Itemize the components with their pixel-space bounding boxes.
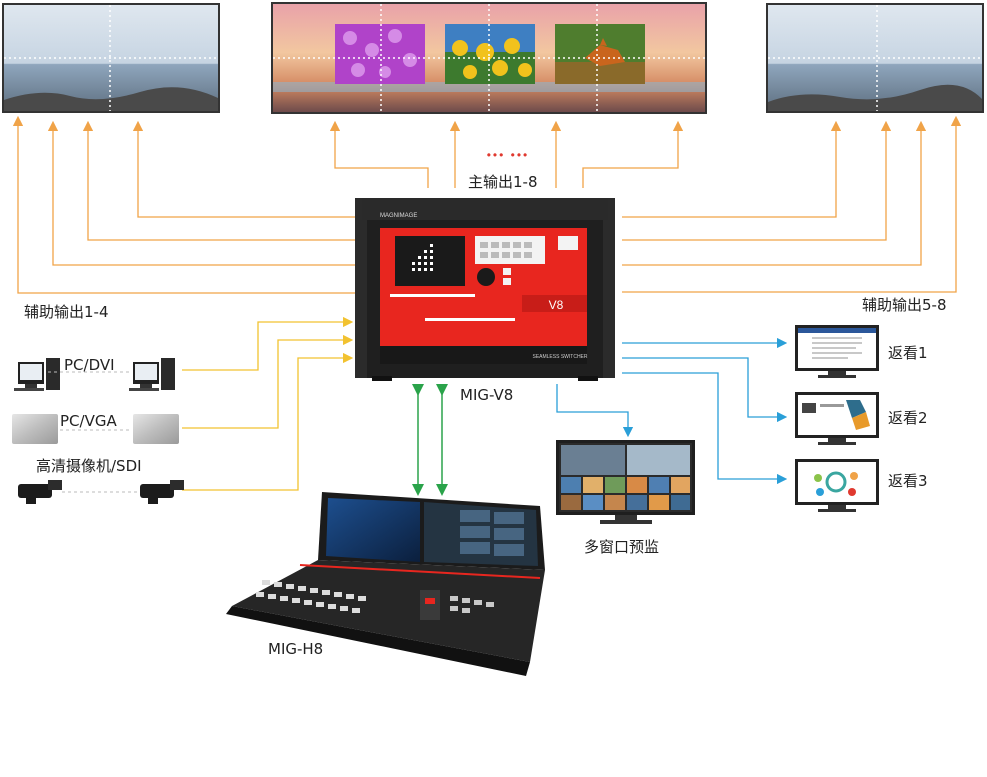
sunflower-window [445, 24, 535, 84]
panel-text: SEAMLESS SWITCHER [532, 354, 587, 360]
input-pcdvi-label: PC/DVI [64, 356, 115, 374]
laptop-icon [12, 414, 58, 444]
camcorder-icon [18, 480, 62, 504]
fox-window [555, 24, 645, 84]
mig-v8-device: MAGNIMAGE V8 SEAMLESS SWITCHER [355, 198, 615, 381]
control-lines [412, 384, 448, 496]
multiview-monitor [556, 440, 695, 524]
mig-h8-console [226, 492, 545, 676]
camcorder-icon [140, 480, 184, 504]
left-display-wall [2, 3, 220, 113]
aux-output-left-label: 辅助输出1-4 [24, 303, 109, 321]
return-monitor-2 [795, 392, 879, 445]
multiview-label: 多窗口预监 [584, 538, 660, 556]
pc-vga-source [12, 414, 179, 444]
return-monitor-3 [795, 459, 879, 512]
aux-output-right-label: 辅助输出5-8 [862, 296, 947, 314]
pc-dvi-source [14, 358, 175, 391]
main-output-label: 主输出1-8 [468, 173, 538, 191]
return-1-label: 返看1 [888, 344, 928, 362]
mig-v8-label: MIG-V8 [460, 386, 514, 404]
return-lines [556, 337, 788, 485]
input-pcvga-label: PC/VGA [60, 412, 117, 430]
center-display-wall [271, 2, 707, 114]
return-3-label: 返看3 [888, 472, 928, 490]
output-lines [12, 115, 962, 294]
desktop-pc-icon [14, 358, 60, 391]
return-monitor-1 [795, 325, 879, 378]
input-sdi-label: 高清摄像机/SDI [36, 457, 142, 475]
return-2-label: 返看2 [888, 409, 928, 427]
sdi-camera-source [18, 480, 184, 504]
ellipsis-dots: ••• ••• [487, 148, 530, 162]
laptop-icon [133, 414, 179, 444]
right-display-wall [766, 3, 984, 113]
flower-window [335, 24, 425, 84]
desktop-pc-icon [129, 358, 175, 391]
brand-text: MAGNIMAGE [380, 213, 417, 219]
mig-h8-label: MIG-H8 [268, 640, 324, 658]
model-badge: V8 [549, 298, 564, 312]
input-lines [182, 316, 354, 491]
